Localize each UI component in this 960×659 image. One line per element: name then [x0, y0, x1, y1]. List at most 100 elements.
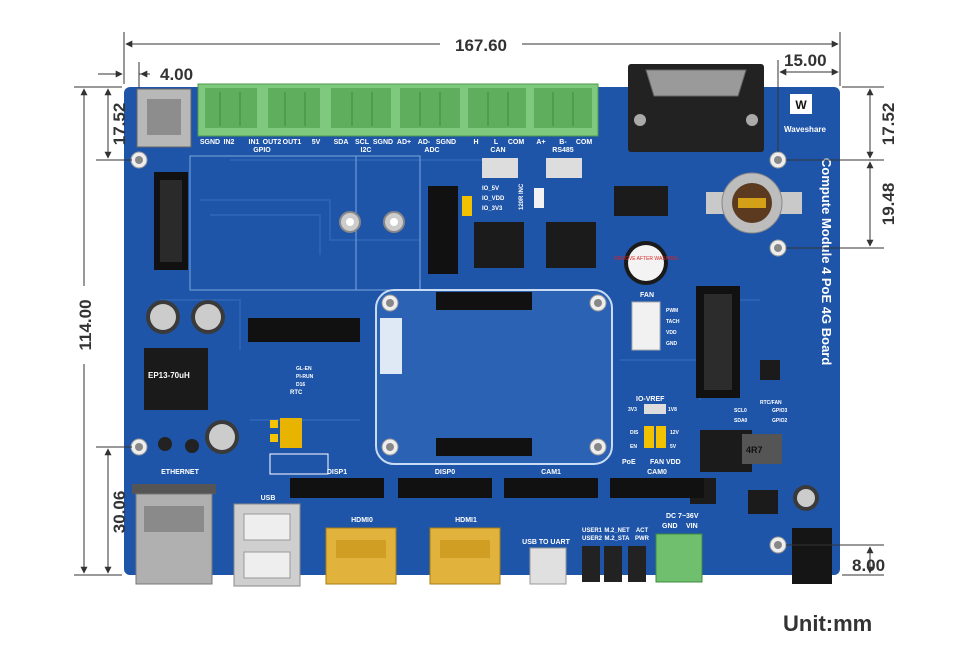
port-label: USB: [261, 495, 276, 502]
m2-slot: [154, 172, 188, 270]
coupler: [428, 186, 458, 274]
io-label: IO_VDD: [482, 196, 505, 202]
terminal-pin-label: SGND: [436, 139, 456, 146]
brand-label: Waveshare: [784, 125, 827, 134]
board-title: Compute Module 4 PoE 4G Board: [819, 158, 834, 365]
dis-label: DIS: [630, 430, 639, 436]
io-label: IO_5V: [482, 186, 499, 192]
fan-connector: [631, 301, 661, 351]
terminal-pin-label: A+: [536, 139, 545, 146]
buzzer-label: REMOVE AFTER WASHING: [614, 256, 678, 262]
db9-connector: [628, 64, 764, 152]
connector-label: DISP0: [435, 469, 455, 476]
terminal-group-label: ADC: [424, 147, 439, 154]
dc-label: DC 7~36V: [666, 513, 699, 520]
terminal-pin-label: SGND: [200, 139, 220, 146]
connector-label: CAM1: [541, 469, 561, 476]
terminal-group-label: I2C: [361, 147, 372, 154]
terminal-pin-label: SGND: [373, 139, 393, 146]
dim-right-offset: 15.00: [784, 51, 827, 70]
terminal-pin-label: AD+: [397, 139, 411, 146]
terminal-blocks: [197, 83, 599, 137]
dim-height: 114.00: [76, 299, 95, 350]
dim-right-bottom: 8.00: [852, 556, 885, 575]
dim-right-second: 19.48: [879, 183, 898, 226]
dim-left-bottom: 30.06: [110, 491, 129, 534]
rtc-fan-label: RTC/FAN: [760, 400, 782, 406]
port-label: USB TO UART: [522, 539, 570, 546]
fan-vdd-label: FAN VDD: [650, 459, 681, 466]
fan-jumper: [656, 426, 666, 448]
fan-pin-label: PWM: [666, 308, 678, 314]
usb-c-port: [529, 547, 567, 585]
led-array: [582, 546, 646, 582]
fan-pin-label: GND: [666, 341, 678, 347]
fan-pin-labels: PWM TACH VDD GND: [666, 308, 680, 347]
port-label: HDMI1: [455, 517, 477, 524]
terminal-pin-label: IN1: [249, 139, 260, 146]
terminal-group-label: RS485: [552, 147, 574, 154]
en-label: EN: [630, 444, 637, 450]
dc-terminal: [655, 533, 703, 583]
terminal-group-labels: GPIO I2C ADC CAN RS485: [253, 147, 574, 154]
gpio3-label: GPIO3: [772, 408, 788, 414]
gpio2-label: GPIO2: [772, 418, 788, 424]
led-label: USER1: [582, 528, 603, 534]
led-label: M.2_STA: [605, 536, 631, 542]
v5-label: 5V: [670, 444, 677, 450]
terminal-pin-label: SCL: [355, 139, 370, 146]
sda-label: SDA0: [734, 418, 748, 424]
dim-left-top: 17.52: [110, 103, 129, 146]
fan-pin-label: VDD: [666, 330, 677, 336]
led-label: USER2: [582, 536, 603, 542]
svg-text:W: W: [795, 98, 807, 112]
pcie-slot: [696, 286, 740, 398]
iovref-jumper: [644, 404, 666, 414]
terminal-group-label: GPIO: [253, 147, 271, 154]
rtc-title: RTC: [290, 390, 303, 396]
ethernet-port: [132, 484, 216, 585]
io-labels: IO_5V IO_VDD IO_3V3: [482, 186, 505, 212]
fan-pin-label: TACH: [666, 319, 680, 325]
terminal-pin-label: OUT2: [263, 139, 282, 146]
dip-switch: [269, 418, 329, 475]
rr-label: 120R INC: [519, 183, 525, 210]
vin-label: VIN: [686, 523, 698, 530]
dim-right-top: 17.52: [879, 103, 898, 146]
terminal-pin-label: B-: [559, 139, 567, 146]
led-label: ACT: [636, 528, 649, 534]
inductor-label: EP13-70uH: [148, 371, 190, 380]
rtc-battery: [706, 172, 802, 234]
dim-overall-width: 167.60: [455, 36, 507, 55]
terminal-pin-label: COM: [508, 139, 525, 146]
terminal-group-label: CAN: [490, 147, 505, 154]
io-jumper: [462, 196, 472, 216]
capacitors: [146, 300, 819, 511]
waveshare-logo: W: [790, 94, 812, 114]
iovref-3v3: 3V3: [628, 407, 637, 413]
buzzer: [624, 241, 668, 285]
v12-label: 12V: [670, 430, 680, 436]
terminal-pin-label: OUT1: [283, 139, 302, 146]
rtc-label: PI-RUN: [296, 374, 314, 380]
iovref-1v8: 1V8: [668, 407, 677, 413]
inductor: [144, 348, 208, 410]
iovref-label: IO-VREF: [636, 396, 665, 403]
gnd-label: GND: [662, 523, 678, 530]
poe-jumper: [644, 426, 654, 448]
dim-left-offset: 4.00: [160, 65, 193, 84]
unit-label: Unit:mm: [783, 611, 872, 636]
led-label: M.2_NET: [604, 528, 630, 534]
terminal-pin-label: 5V: [312, 139, 321, 146]
terminal-pin-label: H: [473, 139, 478, 146]
port-label: HDMI0: [351, 517, 373, 524]
port-label: ETHERNET: [161, 469, 199, 476]
terminal-pin-label: AD-: [418, 139, 431, 146]
io-label: IO_3V3: [482, 206, 503, 212]
